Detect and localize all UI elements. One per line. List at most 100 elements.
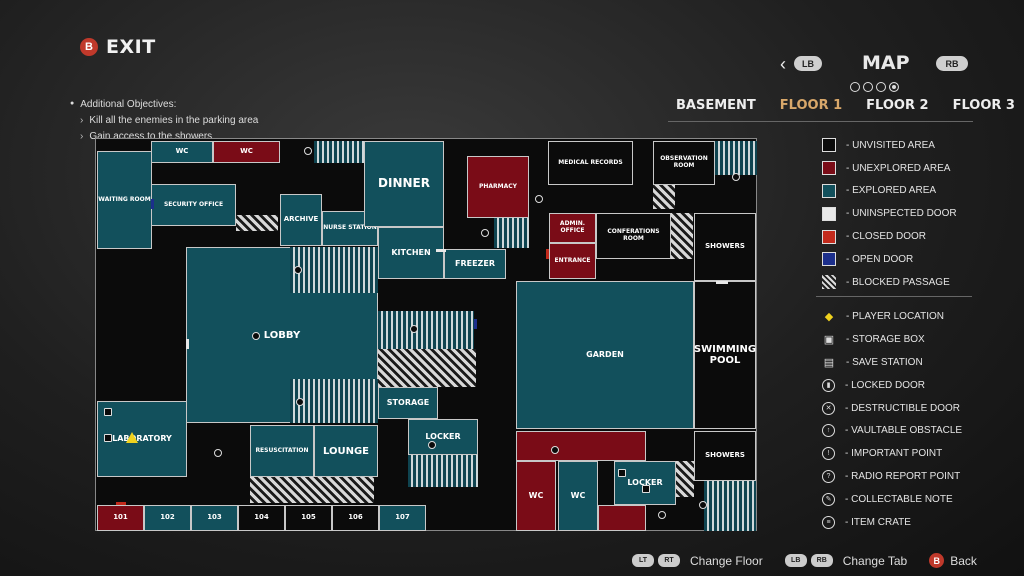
stairs: [494, 218, 529, 248]
legend-label: PLAYER LOCATION: [846, 311, 944, 322]
stairs: [290, 247, 378, 293]
legend-label: UNEXPLORED AREA: [846, 163, 950, 174]
legend-label: LOCKED DOOR: [845, 380, 925, 391]
room-106: 106: [332, 505, 379, 531]
blocked-passage: [250, 477, 374, 503]
legend-row: ? RADIO REPORT POINT: [822, 465, 982, 488]
room-107: 107: [379, 505, 426, 531]
legend-label: UNINSPECTED DOOR: [846, 208, 956, 219]
rt-button[interactable]: RT: [658, 554, 680, 567]
locked-door-icon: ▮: [822, 378, 835, 392]
stairs: [314, 141, 364, 163]
open-door: [151, 199, 154, 209]
legend-row: EXPLORED AREA: [822, 180, 982, 203]
locked-door-icon: [296, 398, 304, 406]
blocked-passage: [676, 461, 694, 497]
chevron-left-icon[interactable]: ‹: [780, 54, 786, 74]
storage-box-icon: ▣: [823, 334, 835, 347]
destructible-door-icon: ✕: [822, 401, 835, 415]
open-door: [474, 319, 477, 329]
legend-row: ▤ SAVE STATION: [822, 351, 982, 374]
back-button[interactable]: B: [929, 553, 945, 568]
legend-row: ↑ VAULTABLE OBSTACLE: [822, 420, 982, 443]
vaultable-obstacle-icon: [732, 173, 740, 181]
floor-tabs: BASEMENT FLOOR 1 FLOOR 2 FLOOR 3: [676, 98, 1015, 113]
save-station-icon: [642, 485, 650, 493]
locked-door-icon: [410, 325, 418, 333]
objectives-panel: Additional Objectives: Kill all the enem…: [70, 96, 258, 145]
room-admin-office: ADMIN. OFFICE: [549, 213, 596, 243]
room-entrance: ENTRANCE: [549, 243, 596, 279]
room-medical-records: MEDICAL RECORDS: [548, 141, 633, 185]
room-104: 104: [238, 505, 285, 531]
important-point-icon: !: [822, 447, 835, 461]
locked-door-icon: [481, 229, 489, 237]
floor-map[interactable]: WC WC WAITING ROOM SECURITY OFFICE ARCHI…: [95, 138, 757, 531]
room-locker: LOCKER: [614, 461, 676, 505]
legend-row: BLOCKED PASSAGE: [822, 271, 982, 294]
exit-button[interactable]: B EXIT: [80, 36, 156, 58]
rb-button[interactable]: RB: [936, 56, 968, 71]
lt-button[interactable]: LT: [632, 554, 654, 567]
tab-floor-2[interactable]: FLOOR 2: [866, 98, 929, 113]
room-storage: STORAGE: [378, 387, 438, 419]
room-archive: ARCHIVE: [280, 194, 322, 246]
uninspected-door: [186, 339, 189, 349]
locked-door-icon: [252, 332, 260, 340]
lb-button[interactable]: LB: [794, 56, 822, 71]
legend-label: DESTRUCTIBLE DOOR: [845, 403, 960, 414]
stairs: [378, 311, 474, 349]
legend-row: ✕ DESTRUCTIBLE DOOR: [822, 397, 982, 420]
unexplored-corridor: [516, 431, 646, 461]
rb-button[interactable]: RB: [810, 554, 833, 567]
b-button-icon: B: [80, 38, 98, 56]
closed-door: [116, 502, 126, 505]
page-dot: [863, 82, 873, 92]
room-102: 102: [144, 505, 191, 531]
room-swimming-pool: SWIMMING POOL: [694, 281, 756, 429]
save-station-icon: [104, 408, 112, 416]
objective-item: Gain access to the showers: [70, 129, 258, 145]
stairs: [290, 379, 378, 423]
legend-row: ! IMPORTANT POINT: [822, 442, 982, 465]
locked-door-icon: [428, 441, 436, 449]
objectives-heading: Additional Objectives:: [70, 96, 258, 113]
legend-row: OPEN DOOR: [822, 248, 982, 271]
change-tab-label: Change Tab: [842, 553, 908, 568]
room-showers: SHOWERS: [694, 213, 756, 281]
map-legend: UNVISITED AREA UNEXPLORED AREA EXPLORED …: [822, 134, 982, 534]
uninspected-door-swatch: [822, 206, 836, 221]
page-dot-active: [889, 82, 899, 92]
closed-door-swatch: [822, 229, 836, 244]
stairs: [715, 141, 757, 175]
unexplored-swatch: [822, 161, 836, 176]
uninspected-door: [716, 281, 728, 284]
legend-label: VAULTABLE OBSTACLE: [845, 425, 962, 436]
lb-button[interactable]: LB: [784, 554, 807, 567]
legend-label: BLOCKED PASSAGE: [846, 277, 950, 288]
legend-row: UNINSPECTED DOOR: [822, 202, 982, 225]
legend-row: ◆ PLAYER LOCATION: [822, 306, 982, 329]
footer-controls: LT RT Change Floor LB RB Change Tab B Ba…: [632, 553, 977, 568]
player-location-icon: [126, 432, 138, 443]
blocked-passage: [236, 215, 278, 231]
change-floor-label: Change Floor: [690, 553, 763, 568]
room-dinner: DINNER: [364, 141, 444, 227]
tab-floor-3[interactable]: FLOOR 3: [952, 98, 1015, 113]
legend-row: UNEXPLORED AREA: [822, 157, 982, 180]
storage-box-icon: [618, 469, 626, 477]
legend-label: EXPLORED AREA: [846, 185, 936, 196]
room-locker: LOCKER: [408, 419, 478, 455]
legend-row: ≡ ITEM CRATE: [822, 511, 982, 534]
room-security-office: SECURITY OFFICE: [151, 184, 236, 226]
tab-basement[interactable]: BASEMENT: [676, 98, 756, 113]
tab-divider: [668, 121, 973, 122]
legend-label: OPEN DOOR: [846, 254, 913, 265]
tab-floor-1[interactable]: FLOOR 1: [779, 98, 843, 113]
blocked-passage-swatch: [822, 275, 836, 290]
blocked-passage: [378, 349, 476, 387]
storage-box-icon: [104, 434, 112, 442]
room-conference: CONFERATIONS ROOM: [596, 213, 671, 259]
objective-item: Kill all the enemies in the parking area: [70, 113, 258, 129]
locked-door-icon: [304, 147, 312, 155]
